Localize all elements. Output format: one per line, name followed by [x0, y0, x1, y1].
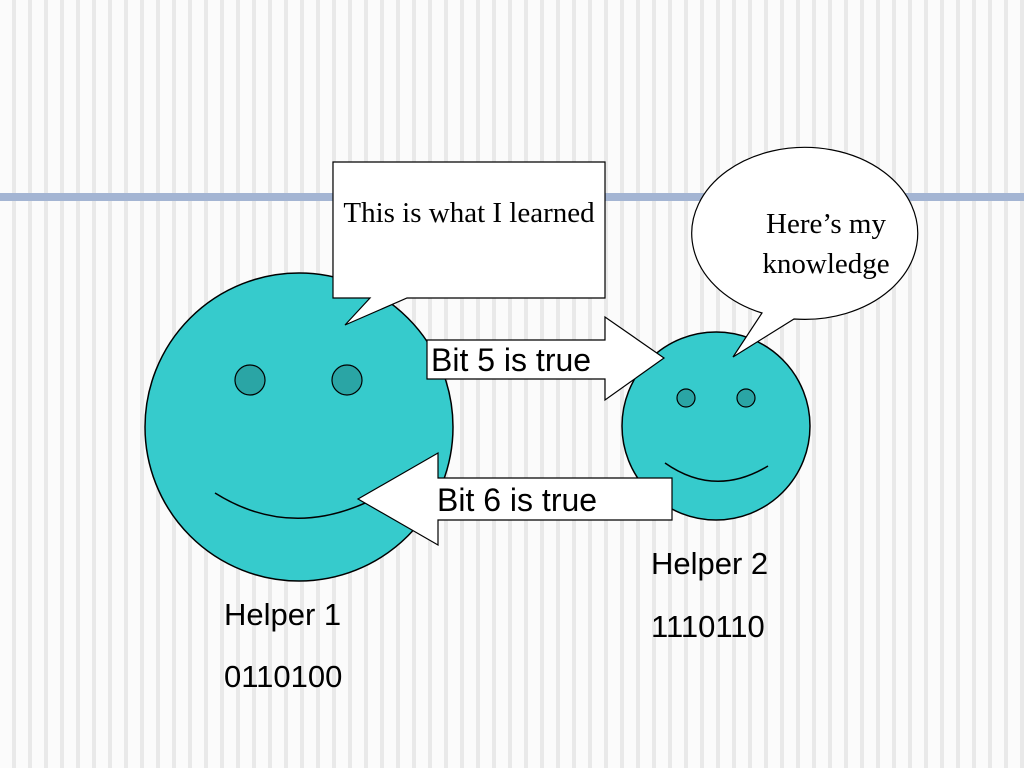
message-to-helper2: Bit 5 is true: [431, 342, 592, 378]
helper1-name: Helper 1: [224, 597, 342, 632]
helper2-face-icon: [621, 331, 811, 521]
speech-bubble-rect: [332, 161, 606, 326]
arrow-right-icon: [426, 315, 666, 402]
helper2-bits: 1110110: [651, 609, 765, 644]
helper1-bits: 0110100: [224, 659, 343, 694]
helper1-face-icon: [144, 272, 454, 582]
helper2-name: Helper 2: [651, 546, 769, 581]
message-to-helper1: Bit 6 is true: [437, 482, 598, 518]
helper1-speech-text: This is what I learned: [343, 197, 595, 229]
helper2-speech-text: Here’s my knowledge: [762, 208, 890, 280]
speech-bubble-oval: [691, 146, 919, 358]
arrow-left-icon: [356, 451, 673, 547]
